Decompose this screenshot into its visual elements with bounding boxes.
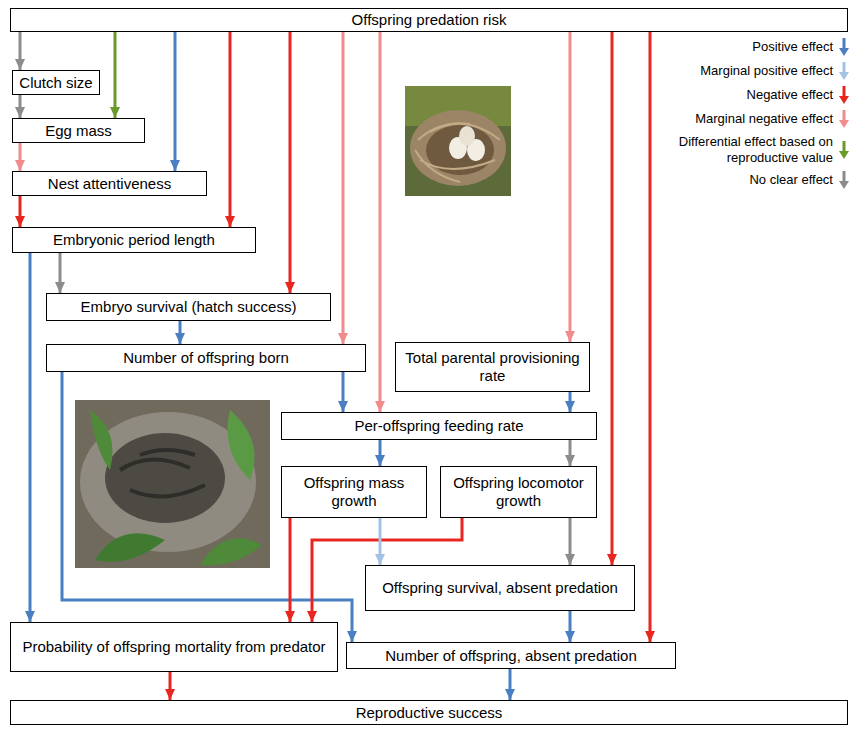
effect-arrow [19, 196, 22, 227]
leaf [95, 533, 165, 561]
process-box: Embryonic period length [12, 227, 256, 253]
effect-arrow [569, 392, 572, 412]
legend-arrow [838, 171, 850, 189]
process-box: Clutch size [12, 70, 100, 95]
effect-arrow [19, 95, 22, 118]
process-box: Number of offspring, absent predation [346, 642, 676, 669]
legend-arrow [838, 110, 850, 128]
legend-arrow [838, 38, 850, 56]
legend: Positive effectMarginal positive effectN… [650, 38, 850, 195]
effect-arrow [342, 372, 345, 412]
process-box: Offspring locomotor growth [440, 466, 597, 518]
legend-label: Marginal negative effect [695, 111, 833, 127]
effect-arrow [19, 143, 22, 171]
process-box: Offspring survival, absent predation [365, 565, 635, 611]
box-label: Egg mass [45, 122, 112, 140]
nest-eggs-photo [405, 86, 511, 196]
leaf [228, 410, 255, 480]
legend-item: Marginal negative effect [650, 110, 850, 128]
effect-arrow [509, 669, 512, 700]
box-label: Offspring survival, absent predation [382, 579, 618, 597]
photo-ground [405, 86, 511, 196]
process-box: Offspring predation risk [10, 8, 848, 32]
legend-item: Marginal positive effect [650, 62, 850, 80]
effect-arrow [649, 32, 652, 642]
effect-arrow [569, 611, 572, 642]
box-label: Clutch size [19, 74, 92, 92]
process-box: Offspring mass growth [281, 466, 427, 518]
effect-arrow [169, 672, 172, 700]
legend-label: Marginal positive effect [700, 63, 833, 79]
legend-item: Differential effect based on reproductiv… [650, 134, 850, 165]
legend-label: Positive effect [752, 39, 833, 55]
process-box: Embryo survival (hatch success) [46, 293, 331, 321]
leaf [200, 538, 262, 565]
box-label: Total parental provisioning rate [402, 349, 583, 385]
effect-arrow [229, 32, 232, 227]
legend-label: Differential effect based on reproductiv… [663, 134, 833, 165]
process-box: Nest attentiveness [12, 171, 207, 196]
box-label: Offspring mass growth [288, 474, 420, 510]
nest-straw [415, 123, 500, 182]
egg [459, 126, 475, 146]
effect-arrow [569, 32, 572, 342]
box-label: Number of offspring, absent predation [385, 647, 637, 665]
process-box: Egg mass [12, 118, 145, 143]
legend-item: Negative effect [650, 86, 850, 104]
legend-arrow [838, 62, 850, 80]
nestlings [105, 433, 225, 523]
box-label: Probability of offspring mortality from … [22, 638, 325, 656]
legend-label: Negative effect [747, 87, 833, 103]
process-box: Number of offspring born [46, 344, 366, 372]
legend-label: No clear effect [749, 172, 833, 188]
effect-arrow [342, 32, 345, 344]
effect-arrow [379, 32, 382, 412]
nest-rim [410, 110, 506, 186]
effect-arrow [289, 32, 292, 293]
nestlings-photo [75, 400, 270, 568]
effect-arrow [289, 518, 292, 622]
effect-arrow [379, 440, 382, 466]
effect-arrow [611, 32, 614, 565]
legend-arrow [838, 86, 850, 104]
photo-ground [75, 400, 270, 568]
process-box: Reproductive success [10, 700, 848, 725]
effect-arrow [29, 253, 32, 622]
legend-item: No clear effect [650, 171, 850, 189]
box-label: Offspring predation risk [352, 11, 507, 29]
effect-arrow [174, 32, 177, 171]
box-label: Number of offspring born [123, 349, 289, 367]
effect-arrow [59, 253, 62, 293]
effect-arrow [379, 518, 382, 565]
process-box: Per-offspring feeding rate [281, 412, 597, 440]
effect-arrow [569, 518, 572, 565]
box-label: Embryonic period length [53, 231, 215, 249]
effect-arrow [569, 440, 572, 466]
box-label: Per-offspring feeding rate [355, 417, 524, 435]
box-label: Reproductive success [356, 704, 503, 722]
process-box: Probability of offspring mortality from … [10, 622, 338, 672]
effect-arrow [19, 32, 22, 70]
effect-arrow [179, 321, 182, 344]
effect-arrow [114, 32, 117, 118]
legend-item: Positive effect [650, 38, 850, 56]
legend-arrow [838, 141, 850, 159]
box-label: Offspring locomotor growth [447, 474, 590, 510]
box-label: Embryo survival (hatch success) [81, 298, 297, 316]
box-label: Nest attentiveness [48, 175, 171, 193]
process-box: Total parental provisioning rate [395, 342, 590, 392]
leaf [90, 410, 113, 470]
nestling-down [120, 450, 205, 496]
